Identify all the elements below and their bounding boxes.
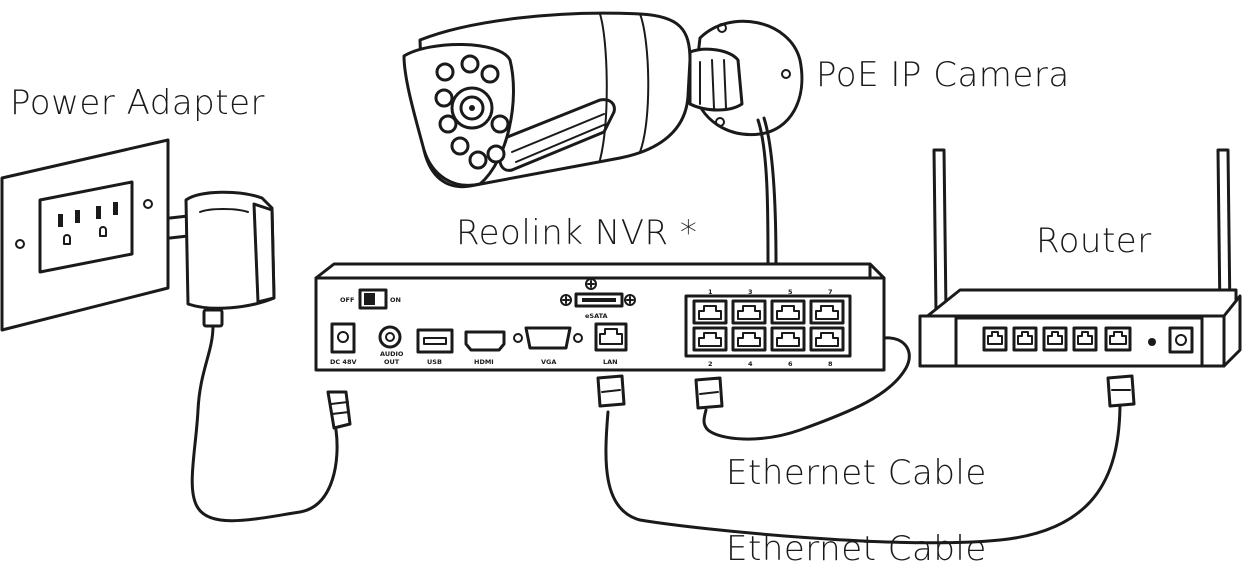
usb-label: USB	[427, 358, 442, 366]
poe-port	[731, 326, 767, 352]
ethernet-cable-label-1: Ethernet Cable	[726, 453, 987, 493]
audio-out-label-2: OUT	[384, 358, 400, 366]
ethernet-cable-label-2: Ethernet Cable	[726, 529, 987, 569]
lan-label: LAN	[603, 358, 618, 366]
rj45-icon	[698, 332, 722, 347]
poe-camera-label: PoE IP Camera	[816, 55, 1070, 95]
poe-port-label-2: 2	[708, 360, 713, 368]
switch-off-label: OFF	[340, 296, 354, 304]
poe-port-label-6: 6	[788, 360, 793, 368]
dc-plug	[326, 390, 352, 430]
poe-ports: 1 3 5 7 2 4 6 8	[684, 288, 852, 368]
esata-port: eSATA	[560, 278, 636, 320]
power-switch: OFF ON	[340, 288, 401, 310]
poe-port-label-7: 7	[828, 288, 833, 296]
esata-label: eSATA	[585, 312, 608, 320]
nvr: OFF ON DC 48V AUDIO OUT USB HDMI VGA	[314, 262, 911, 441]
router	[604, 148, 1242, 545]
nvr-label: Reolink NVR *	[456, 213, 698, 253]
poe-port	[770, 299, 806, 325]
poe-port-label-5: 5	[788, 288, 793, 296]
rj45-icon	[815, 305, 839, 320]
poe-port-label-1: 1	[708, 288, 713, 296]
power-adapter-label: Power Adapter	[10, 83, 265, 123]
hdmi-label: HDMI	[474, 358, 494, 366]
vga-label: VGA	[541, 358, 556, 366]
ethernet-plug-lan	[596, 374, 626, 408]
router-lan-ports	[982, 326, 1098, 352]
router-label: Router	[1036, 221, 1152, 261]
rj45-icon	[737, 332, 761, 347]
ethernet-plug-poe	[694, 376, 724, 410]
rj45-icon	[776, 305, 800, 320]
rj45-icon	[737, 305, 761, 320]
poe-port	[692, 299, 728, 325]
rj45-icon	[815, 332, 839, 347]
poe-ip-camera	[402, 11, 804, 266]
poe-port-label-4: 4	[748, 360, 753, 368]
poe-port	[770, 326, 806, 352]
poe-port	[731, 299, 767, 325]
poe-port-label-3: 3	[748, 288, 753, 296]
poe-port	[692, 326, 728, 352]
rj45-icon	[776, 332, 800, 347]
poe-port	[809, 299, 845, 325]
power-adapter	[168, 190, 339, 523]
audio-out-label-1: AUDIO	[380, 350, 404, 358]
rj45-icon	[698, 305, 722, 320]
poe-port	[809, 326, 845, 352]
dc-in-label: DC 48V	[330, 358, 357, 366]
poe-port-label-8: 8	[828, 360, 833, 368]
switch-on-label: ON	[390, 296, 401, 304]
wall-outlet	[0, 138, 170, 332]
